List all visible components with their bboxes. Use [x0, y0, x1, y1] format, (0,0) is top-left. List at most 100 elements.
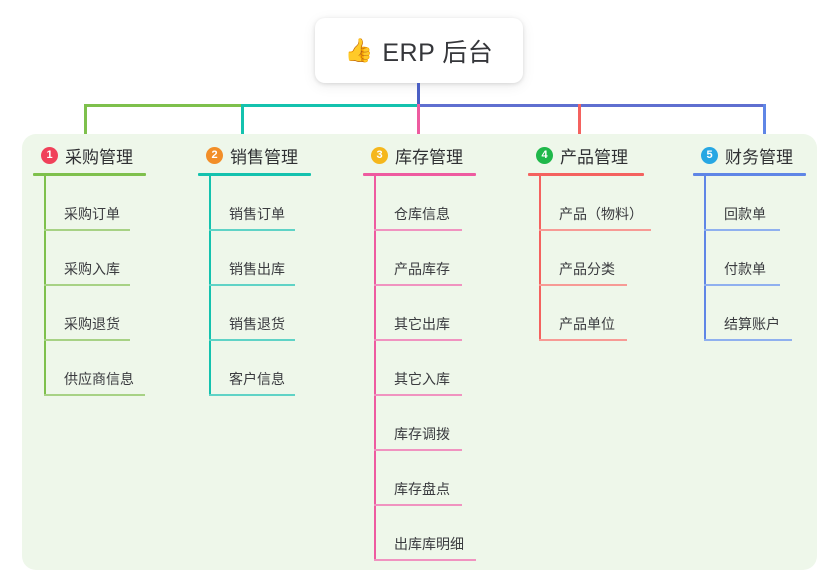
list-item-label: 库存盘点	[394, 481, 450, 497]
list-item-label: 采购退货	[64, 316, 120, 332]
list-item[interactable]: 采购订单	[44, 176, 183, 231]
list-item-label: 采购入库	[64, 261, 120, 277]
column-spine-purchasing	[44, 176, 46, 396]
list-item-rule	[44, 339, 130, 341]
column-rule-product	[528, 173, 644, 176]
list-item[interactable]: 其它出库	[374, 286, 513, 341]
list-item[interactable]: 回款单	[704, 176, 839, 231]
list-item-label: 客户信息	[229, 371, 285, 387]
list-item[interactable]: 供应商信息	[44, 341, 183, 396]
content-panel	[22, 134, 817, 570]
list-item-label: 销售退货	[229, 316, 285, 332]
list-item-rule	[374, 559, 476, 561]
list-item-rule	[374, 449, 462, 451]
list-item[interactable]: 其它入库	[374, 341, 513, 396]
list-item-label: 采购订单	[64, 206, 120, 222]
column-spine-inventory	[374, 176, 376, 561]
list-item-rule	[209, 229, 295, 231]
list-item-label: 其它出库	[394, 316, 450, 332]
list-item-rule	[209, 284, 295, 286]
column-badge-2: 2	[206, 146, 223, 164]
list-item[interactable]: 结算账户	[704, 286, 839, 341]
thumbs-up-icon: 👍	[344, 37, 374, 63]
column-badge-4: 4	[536, 146, 553, 164]
column-badge-3: 3	[371, 146, 388, 164]
column-header-purchasing[interactable]: 1 采购管理	[33, 142, 183, 168]
column-purchasing: 1 采购管理 采购订单 采购入库 采购退货 供应商信息	[33, 142, 183, 396]
list-item-rule	[539, 284, 627, 286]
column-finance: 5 财务管理 回款单 付款单 结算账户	[693, 142, 839, 341]
drop-col1	[84, 104, 87, 140]
column-items-sales: 销售订单 销售出库 销售退货 客户信息	[209, 176, 348, 396]
column-rule-inventory	[363, 173, 476, 176]
root-node[interactable]: 👍 ERP 后台	[315, 18, 523, 83]
list-item-label: 销售订单	[229, 206, 285, 222]
column-product: 4 产品管理 产品（物料） 产品分类 产品单位	[528, 142, 688, 341]
column-inventory: 3 库存管理 仓库信息 产品库存 其它出库 其它入库 库存调拨	[363, 142, 513, 561]
list-item-rule	[374, 229, 462, 231]
column-badge-5: 5	[701, 146, 718, 164]
column-sales: 2 销售管理 销售订单 销售出库 销售退货 客户信息	[198, 142, 348, 396]
list-item-rule	[209, 394, 295, 396]
list-item[interactable]: 采购退货	[44, 286, 183, 341]
list-item-rule	[44, 394, 145, 396]
column-spine-product	[539, 176, 541, 341]
column-title-inventory: 库存管理	[395, 147, 463, 167]
column-header-inventory[interactable]: 3 库存管理	[363, 142, 513, 168]
list-item[interactable]: 库存调拨	[374, 396, 513, 451]
column-header-sales[interactable]: 2 销售管理	[198, 142, 348, 168]
list-item[interactable]: 销售订单	[209, 176, 348, 231]
list-item[interactable]: 库存盘点	[374, 451, 513, 506]
list-item[interactable]: 客户信息	[209, 341, 348, 396]
column-header-finance[interactable]: 5 财务管理	[693, 142, 839, 168]
column-title-finance: 财务管理	[725, 147, 793, 167]
column-items-product: 产品（物料） 产品分类 产品单位	[539, 176, 688, 341]
list-item-label: 回款单	[724, 206, 766, 222]
column-rule-finance	[693, 173, 806, 176]
list-item-label: 产品库存	[394, 261, 450, 277]
column-title-sales: 销售管理	[230, 147, 298, 167]
column-title-product: 产品管理	[560, 147, 628, 167]
bar-segment-teal	[243, 104, 418, 107]
list-item-label: 产品（物料）	[559, 206, 643, 222]
column-title-purchasing: 采购管理	[65, 147, 133, 167]
drop-col2	[241, 104, 244, 140]
list-item-rule	[44, 284, 130, 286]
list-item-label: 销售出库	[229, 261, 285, 277]
list-item[interactable]: 出库库明细	[374, 506, 513, 561]
list-item[interactable]: 采购入库	[44, 231, 183, 286]
list-item-rule	[374, 284, 462, 286]
bar-segment-green	[84, 104, 243, 107]
list-item[interactable]: 产品（物料）	[539, 176, 688, 231]
list-item-rule	[704, 229, 780, 231]
list-item[interactable]: 产品分类	[539, 231, 688, 286]
list-item-label: 供应商信息	[64, 371, 134, 387]
drop-col4	[578, 104, 581, 140]
list-item[interactable]: 付款单	[704, 231, 839, 286]
list-item-rule	[704, 339, 792, 341]
list-item-rule	[209, 339, 295, 341]
list-item[interactable]: 销售退货	[209, 286, 348, 341]
column-header-product[interactable]: 4 产品管理	[528, 142, 688, 168]
column-spine-finance	[704, 176, 706, 341]
list-item-label: 出库库明细	[394, 536, 464, 552]
list-item-rule	[374, 394, 462, 396]
list-item[interactable]: 销售出库	[209, 231, 348, 286]
list-item-rule	[374, 339, 462, 341]
list-item-label: 付款单	[724, 261, 766, 277]
list-item[interactable]: 仓库信息	[374, 176, 513, 231]
column-items-finance: 回款单 付款单 结算账户	[704, 176, 839, 341]
list-item[interactable]: 产品单位	[539, 286, 688, 341]
list-item[interactable]: 产品库存	[374, 231, 513, 286]
column-badge-1: 1	[41, 146, 58, 164]
list-item-rule	[539, 339, 627, 341]
column-items-purchasing: 采购订单 采购入库 采购退货 供应商信息	[44, 176, 183, 396]
list-item-label: 其它入库	[394, 371, 450, 387]
list-item-rule	[374, 504, 462, 506]
drop-col5	[763, 104, 766, 140]
list-item-label: 产品单位	[559, 316, 615, 332]
column-items-inventory: 仓库信息 产品库存 其它出库 其它入库 库存调拨 库存盘点	[374, 176, 513, 561]
list-item-label: 库存调拨	[394, 426, 450, 442]
list-item-rule	[539, 229, 651, 231]
